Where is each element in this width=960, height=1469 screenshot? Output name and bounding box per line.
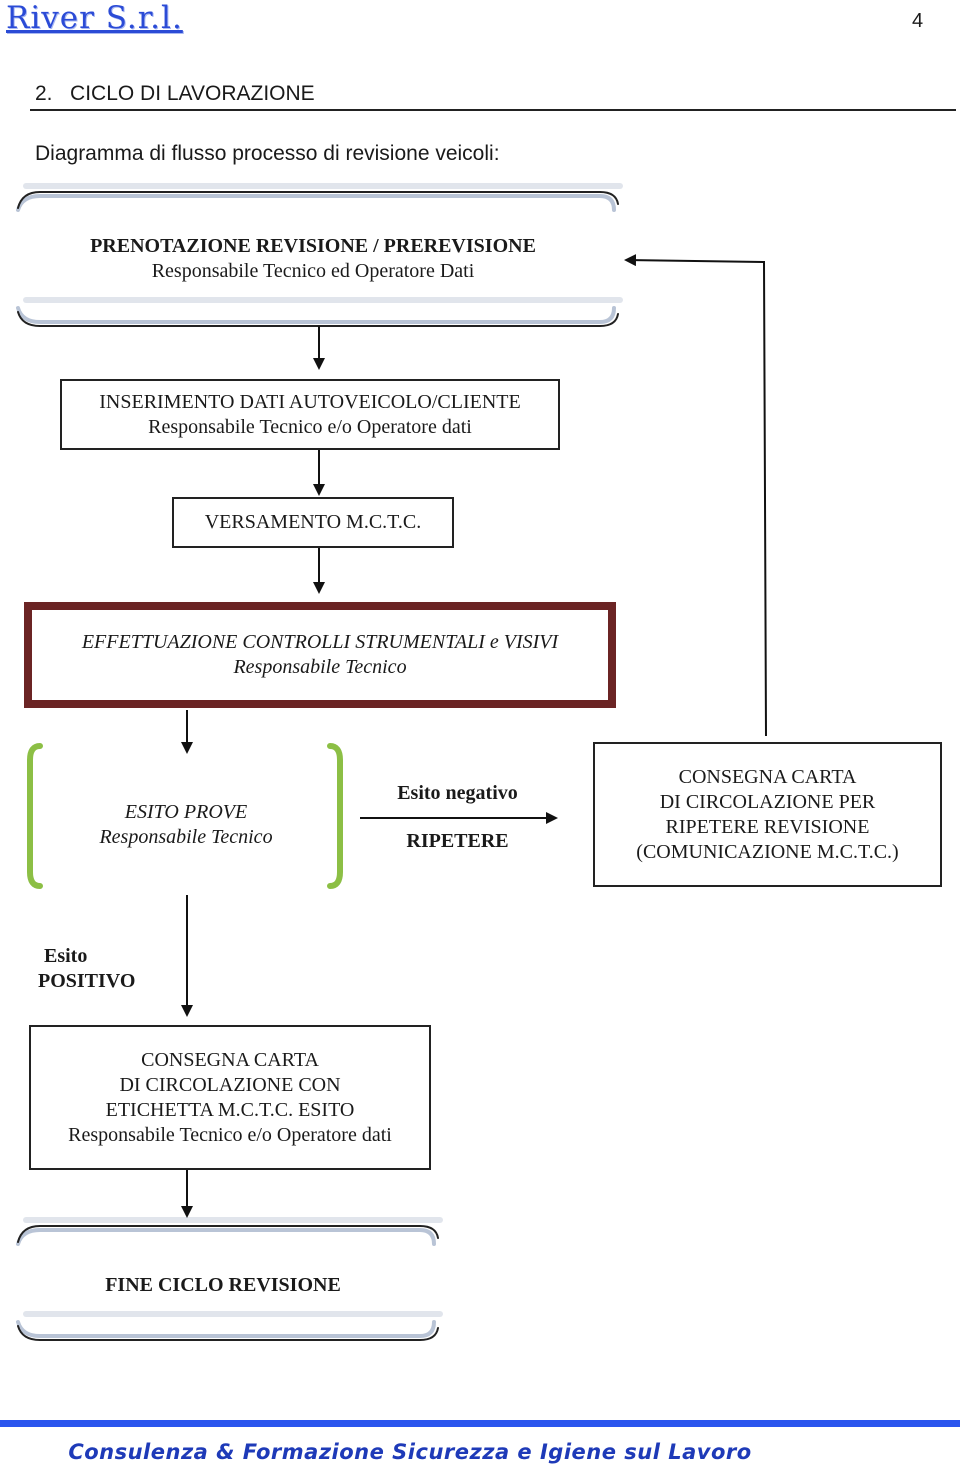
node-prenotazione-subtitle: Responsabile Tecnico ed Operatore Dati	[151, 260, 475, 282]
node-consegna-etichetta-line-3: ETICHETTA M.C.T.C. ESITO	[105, 1098, 355, 1121]
node-esito-prove-subtitle: Responsabile Tecnico	[99, 826, 273, 848]
node-consegna-ripetere-line-4: (COMUNICAZIONE M.C.T.C.)	[636, 840, 899, 863]
intro-text: Diagramma di flusso processo di revision…	[35, 142, 500, 165]
page-number: 4	[912, 10, 924, 32]
node-consegna-ripetere-line-3: RIPETERE REVISIONE	[665, 815, 870, 838]
fine-bracket	[16, 1217, 443, 1341]
footer-text: Consulenza & Formazione Sicurezza e Igie…	[68, 1440, 752, 1464]
edge-positivo-label: Esito POSITIVO	[38, 944, 135, 994]
node-consegna-ripetere-line-2: DI CIRCOLAZIONE PER	[659, 790, 876, 813]
node-inserimento-title: INSERIMENTO DATI AUTOVEICOLO/CLIENTE	[99, 390, 521, 413]
node-controlli-subtitle: Responsabile Tecnico	[233, 656, 407, 678]
node-consegna-etichetta: CONSEGNA CARTA DI CIRCOLAZIONE CON ETICH…	[29, 1025, 431, 1170]
node-versamento: VERSAMENTO M.C.T.C.	[172, 497, 454, 548]
section-heading: 2. CICLO DI LAVORAZIONE	[35, 82, 315, 106]
node-prenotazione-title: PRENOTAZIONE REVISIONE / PREREVISIONE	[90, 235, 536, 257]
footer-bar	[0, 1420, 960, 1427]
node-consegna-ripetere: CONSEGNA CARTA DI CIRCOLAZIONE PER RIPET…	[593, 742, 942, 887]
edge-negativo-label: Esito negativo	[397, 782, 518, 804]
node-fine: FINE CICLO REVISIONE	[105, 1274, 341, 1296]
node-esito-prove-title: ESITO PROVE	[124, 801, 248, 823]
prenotazione-bracket	[16, 183, 623, 327]
company-logo-text: River S.r.l.	[6, 0, 183, 36]
node-controlli: EFFETTUAZIONE CONTROLLI STRUMENTALI e VI…	[24, 602, 616, 708]
section-number: 2.	[35, 82, 53, 105]
section-title: CICLO DI LAVORAZIONE	[70, 82, 315, 105]
section-divider	[30, 109, 956, 111]
arrow-return-loop	[624, 254, 767, 737]
node-inserimento: INSERIMENTO DATI AUTOVEICOLO/CLIENTE Res…	[60, 379, 560, 450]
node-esito-prove: ESITO PROVE Responsabile Tecnico	[50, 800, 322, 850]
node-consegna-etichetta-line-4: Responsabile Tecnico e/o Operatore dati	[68, 1123, 392, 1146]
node-prenotazione: PRENOTAZIONE REVISIONE / PREREVISIONE Re…	[40, 234, 586, 284]
node-consegna-ripetere-line-1: CONSEGNA CARTA	[678, 765, 857, 788]
node-consegna-etichetta-line-1: CONSEGNA CARTA	[141, 1048, 319, 1071]
node-inserimento-subtitle: Responsabile Tecnico e/o Operatore dati	[148, 415, 472, 438]
esito-braces	[27, 743, 343, 889]
edge-negativo-action: RIPETERE	[406, 830, 509, 852]
node-versamento-title: VERSAMENTO M.C.T.C.	[204, 511, 422, 533]
node-consegna-etichetta-line-2: DI CIRCOLAZIONE CON	[119, 1073, 341, 1096]
node-controlli-title: EFFETTUAZIONE CONTROLLI STRUMENTALI e VI…	[81, 631, 559, 653]
edge-positivo-label-1: Esito	[44, 945, 88, 967]
edge-positivo-label-2: POSITIVO	[38, 970, 136, 992]
